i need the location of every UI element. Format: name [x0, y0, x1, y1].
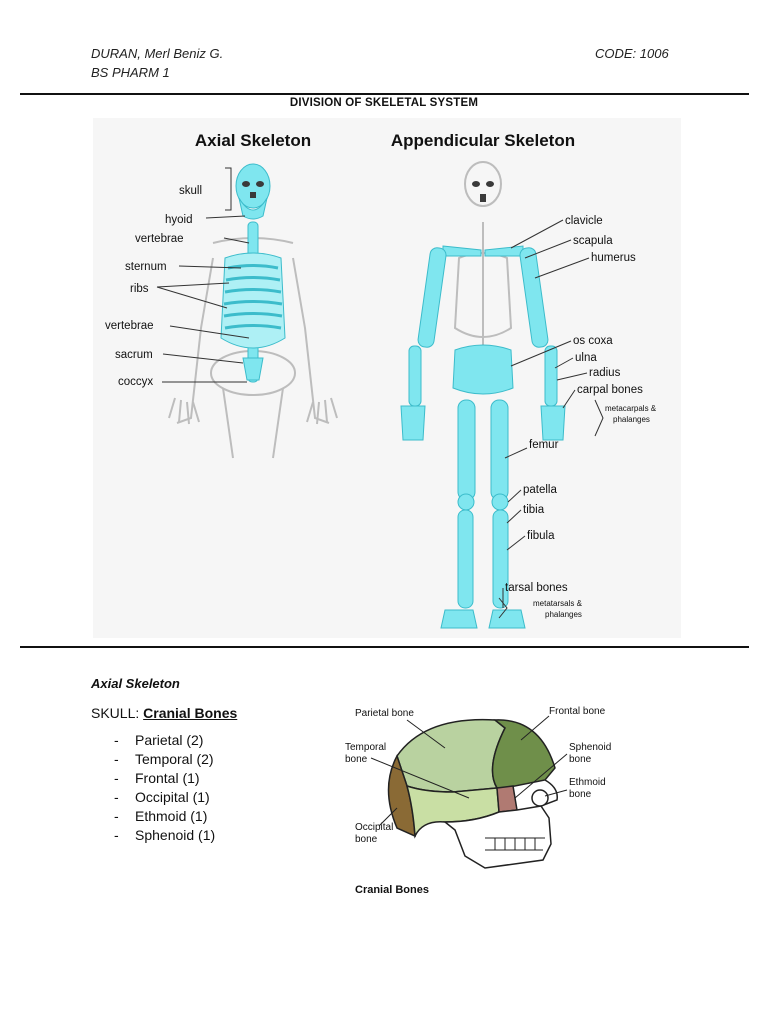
- list-item: -Occipital (1): [114, 788, 215, 807]
- skeleton-figure-background: [93, 118, 681, 638]
- cranial-bones-heading: Cranial Bones: [143, 705, 238, 721]
- label-skull: skull: [179, 185, 202, 197]
- course-label: BS PHARM 1: [91, 65, 170, 80]
- label-sternum: sternum: [125, 261, 167, 273]
- list-item: -Frontal (1): [114, 769, 215, 788]
- label-clavicle: clavicle: [565, 215, 603, 227]
- bone-sphenoid: Sphenoid (1): [135, 827, 216, 843]
- code-label: CODE: 1006: [595, 46, 669, 61]
- label-radius: radius: [589, 367, 621, 379]
- label-occipital-1: Occipital: [355, 822, 393, 833]
- label-hyoid: hyoid: [165, 214, 193, 226]
- list-item: -Parietal (2): [114, 731, 215, 750]
- label-fibula: fibula: [527, 530, 555, 542]
- label-temporal-2: bone: [345, 754, 368, 765]
- label-carpal-bones: carpal bones: [577, 384, 643, 396]
- list-bullet: -: [114, 827, 119, 843]
- label-sphenoid-2: bone: [569, 754, 592, 765]
- cranial-bones-list: -Parietal (2) -Temporal (2) -Frontal (1)…: [114, 731, 215, 845]
- appendicular-skeleton-figure: [400, 161, 566, 629]
- label-foot-phalanges: phalanges: [545, 610, 582, 619]
- bone-ethmoid: Ethmoid (1): [135, 808, 208, 824]
- label-femur: femur: [529, 439, 559, 451]
- cranial-bones-diagram: Parietal bone Frontal bone Temporal bone…: [345, 706, 611, 896]
- list-bullet: -: [114, 789, 119, 805]
- label-tarsal-bones: tarsal bones: [505, 582, 568, 594]
- cranial-caption: Cranial Bones: [355, 884, 429, 896]
- label-sacrum: sacrum: [115, 349, 153, 361]
- cranial-labels: Parietal bone Frontal bone Temporal bone…: [345, 706, 611, 896]
- label-vertebrae-cervical: vertebrae: [135, 233, 184, 245]
- axial-title: Axial Skeleton: [195, 131, 311, 150]
- label-frontal: Frontal bone: [549, 706, 606, 717]
- label-ribs: ribs: [130, 283, 149, 295]
- skull-drawing: [387, 718, 558, 869]
- list-item: -Ethmoid (1): [114, 807, 215, 826]
- list-bullet: -: [114, 770, 119, 786]
- label-metatarsals: metatarsals &: [533, 599, 583, 608]
- appendicular-title: Appendicular Skeleton: [391, 131, 575, 150]
- list-item: -Sphenoid (1): [114, 826, 215, 845]
- list-item: -Temporal (2): [114, 750, 215, 769]
- label-ulna: ulna: [575, 352, 597, 364]
- page-title: DIVISION OF SKELETAL SYSTEM: [289, 97, 479, 109]
- label-patella: patella: [523, 484, 557, 496]
- label-sphenoid-1: Sphenoid: [569, 742, 611, 753]
- skull-prefix: SKULL:: [91, 705, 144, 721]
- axial-skeleton-figure: [168, 163, 338, 459]
- label-os-coxa: os coxa: [573, 335, 613, 347]
- student-name: DURAN, Merl Beniz G.: [91, 46, 224, 61]
- skull-heading: SKULL: Cranial Bones: [91, 705, 237, 721]
- header-divider: [20, 93, 749, 95]
- section-divider: [20, 646, 749, 648]
- label-humerus: humerus: [591, 252, 636, 264]
- bone-occipital: Occipital (1): [135, 789, 210, 805]
- label-hand-phalanges: phalanges: [613, 415, 650, 424]
- label-tibia: tibia: [523, 504, 545, 516]
- label-vertebrae-lumbar: vertebrae: [105, 320, 154, 332]
- appendicular-labels: clavicle scapula humerus os coxa ulna ra…: [498, 215, 657, 619]
- bone-temporal: Temporal (2): [135, 751, 214, 767]
- label-occipital-2: bone: [355, 834, 378, 845]
- label-ethmoid-1: Ethmoid: [569, 777, 606, 788]
- list-bullet: -: [114, 732, 119, 748]
- section-title: Axial Skeleton: [91, 676, 180, 691]
- label-temporal-1: Temporal: [345, 742, 386, 753]
- bone-frontal: Frontal (1): [135, 770, 200, 786]
- label-parietal: Parietal bone: [355, 708, 414, 719]
- axial-labels: skull hyoid vertebrae sternum ribs verte…: [105, 167, 250, 388]
- label-ethmoid-2: bone: [569, 789, 592, 800]
- label-metacarpals: metacarpals &: [605, 404, 657, 413]
- label-coccyx: coccyx: [118, 376, 153, 388]
- label-scapula: scapula: [573, 235, 613, 247]
- list-bullet: -: [114, 751, 119, 767]
- bone-parietal: Parietal (2): [135, 732, 204, 748]
- skeleton-diagram: Axial Skeleton Appendicular Skeleton: [105, 131, 657, 629]
- list-bullet: -: [114, 808, 119, 824]
